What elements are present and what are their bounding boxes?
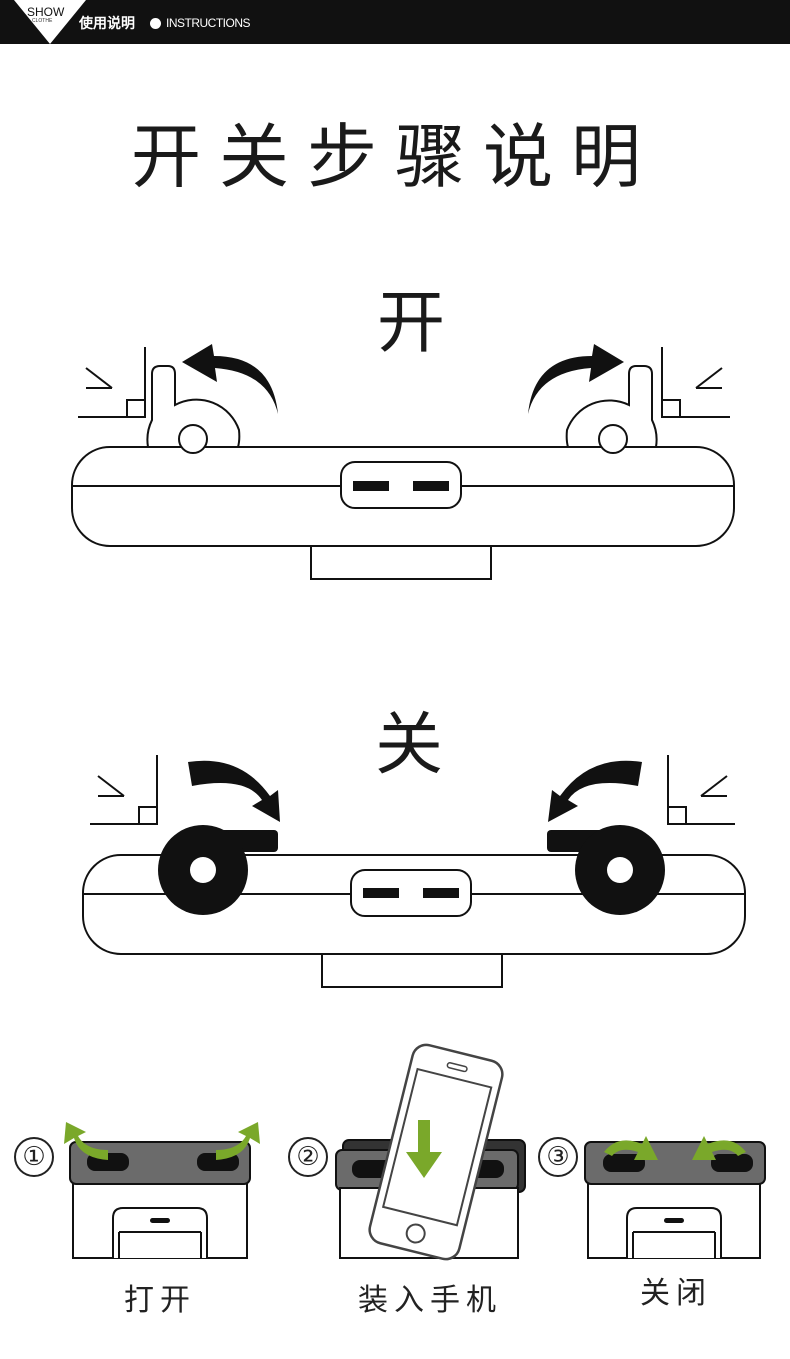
- step-1-caption: 打开: [124, 1283, 196, 1318]
- center-slot: [350, 869, 472, 917]
- arrow-open-left-icon: [182, 344, 278, 414]
- header-title-cn: 使用说明: [79, 16, 135, 32]
- step-2-caption: 装入手机: [358, 1283, 502, 1318]
- arrow-open-right-icon: [528, 344, 624, 414]
- arrow-close-right-icon: [548, 760, 642, 822]
- right-wall-bracket: [667, 755, 735, 825]
- step-2-illustration: [335, 1043, 526, 1261]
- open-diagram: [71, 344, 735, 580]
- open-label: 开: [377, 284, 446, 363]
- step-3-number: ③: [538, 1137, 578, 1177]
- brand-main: SHOW: [27, 5, 65, 19]
- right-clip-closed: [547, 825, 665, 915]
- left-wall-bracket: [90, 755, 158, 825]
- center-slot: [340, 461, 462, 509]
- step-1-number: ①: [14, 1137, 54, 1177]
- header-title-en: INSTRUCTIONS: [166, 16, 251, 30]
- right-wall-bracket: [661, 347, 730, 418]
- step-1-illustration: [64, 1122, 260, 1259]
- left-clip-closed: [158, 825, 278, 915]
- close-diagram: [82, 755, 746, 988]
- green-arrow-curve-right-icon: [604, 1136, 658, 1160]
- brand-sub: CLOTHE: [32, 18, 53, 24]
- brand-logo: [14, 0, 86, 44]
- step-3-illustration: [584, 1136, 766, 1259]
- steps-diagram: [64, 1043, 766, 1261]
- step-2-number: ②: [288, 1137, 328, 1177]
- green-arrow-up-right-icon: [216, 1122, 260, 1160]
- page-title: 开关步骤说明: [131, 116, 659, 198]
- arrow-close-left-icon: [188, 760, 280, 822]
- green-arrow-curve-left-icon: [692, 1136, 746, 1160]
- right-clip-open: [565, 365, 658, 454]
- close-label: 关: [375, 706, 444, 785]
- step-3-caption: 关闭: [640, 1276, 712, 1311]
- left-wall-bracket: [78, 347, 146, 418]
- green-arrow-up-left-icon: [64, 1122, 108, 1160]
- green-arrow-down-icon: [406, 1120, 442, 1178]
- left-clip-open: [146, 365, 241, 454]
- header-bar: SHOW CLOTHE 使用说明 INSTRUCTIONS: [0, 0, 790, 44]
- globe-icon: [150, 18, 161, 29]
